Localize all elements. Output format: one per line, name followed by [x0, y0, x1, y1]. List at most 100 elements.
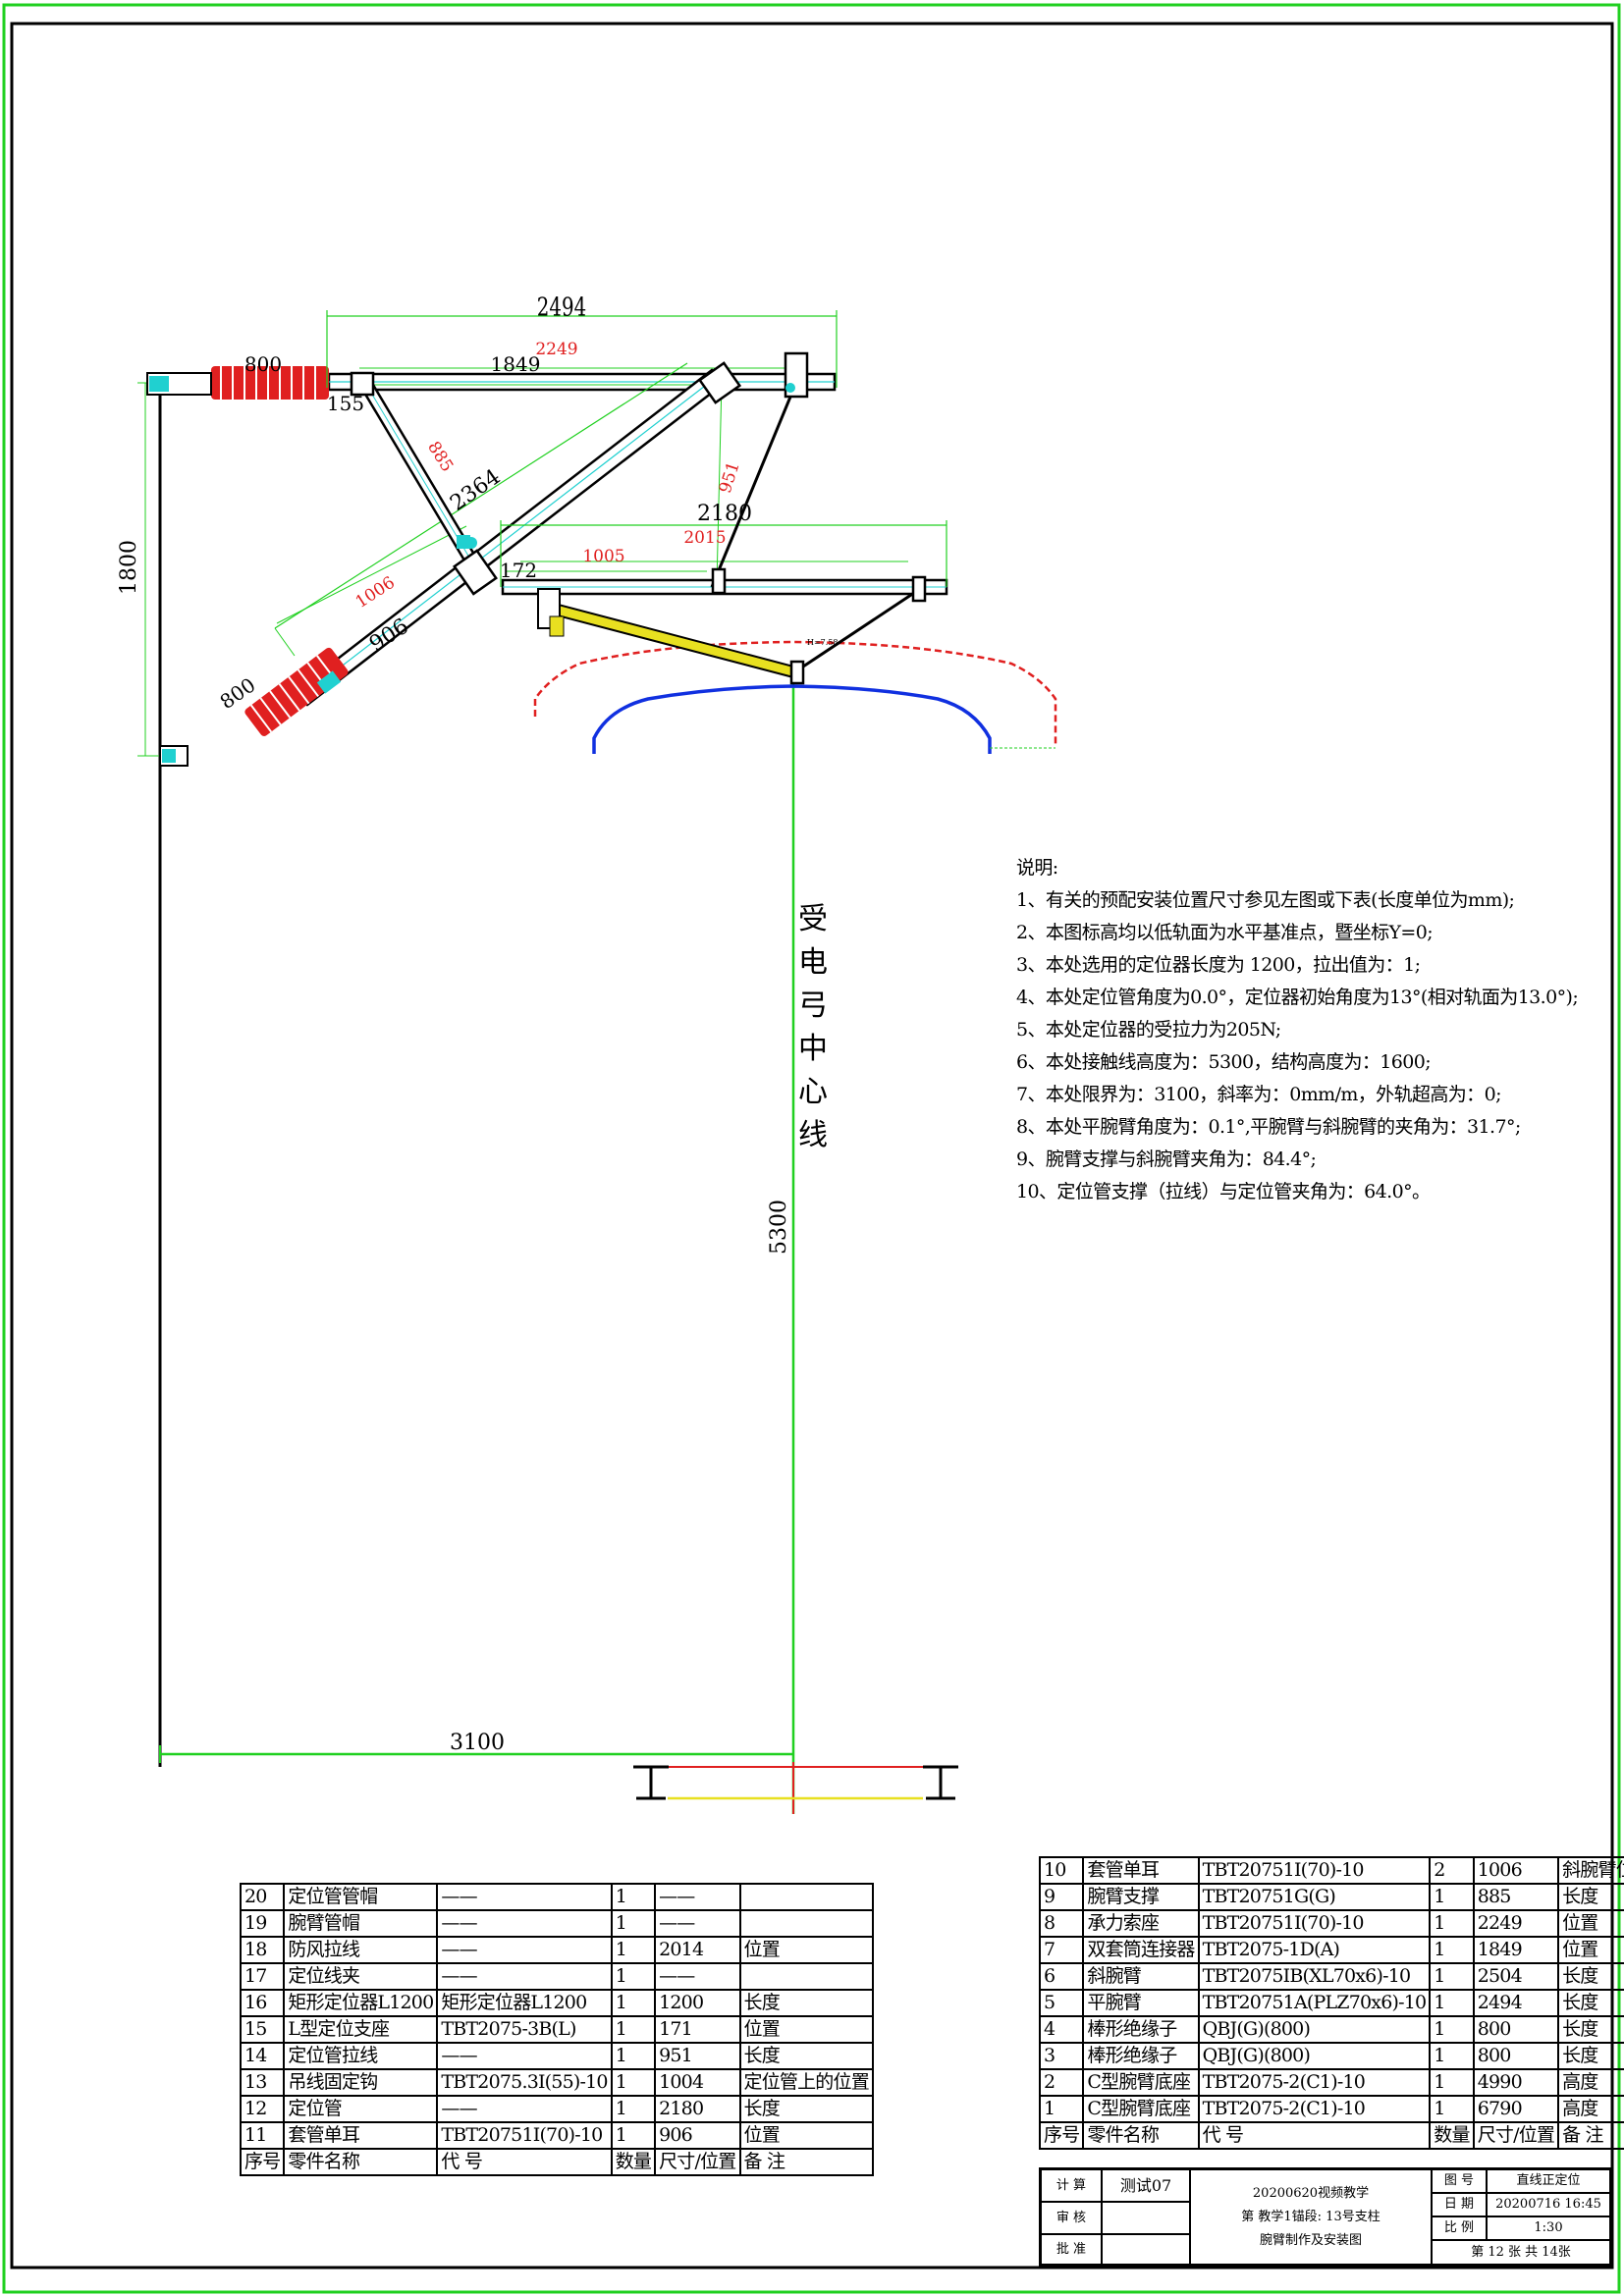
table-cell: 定位管管帽 [283, 1883, 439, 1911]
note-item: 2、本图标高均以低轨面为水平基准点，暨坐标Y=0; [1016, 922, 1434, 943]
note-item: 5、本处定位器的受拉力为205N; [1016, 1019, 1281, 1041]
table-header-cell: 零件名称 [1082, 2121, 1200, 2150]
table-header-cell: 数量 [610, 2148, 657, 2176]
table-cell: 18 [239, 1936, 286, 1964]
drawing-no-value: 直线正定位 [1487, 2169, 1610, 2193]
table-cell: 1 [610, 1962, 657, 1991]
table-cell: 1 [610, 2042, 657, 2070]
note-item: 3、本处选用的定位器长度为 1200，拉出值为：1; [1016, 954, 1421, 976]
dim-1849-label: 1849 [491, 352, 541, 376]
note-item: 7、本处限界为：3100，斜率为：0mm/m，外轨超高为：0; [1016, 1084, 1501, 1105]
table-cell: 1 [1429, 2015, 1475, 2044]
table-cell: 1 [1429, 2068, 1475, 2097]
dim-1800-label: 1800 [117, 540, 141, 595]
table-cell: 吊线固定钩 [283, 2068, 439, 2097]
table-cell: 承力索座 [1082, 1909, 1200, 1938]
table-header-cell: 备 注 [738, 2148, 874, 2176]
review-value [1102, 2202, 1190, 2234]
table-cell: 5 [1038, 1989, 1085, 2017]
dim-1005-label: 1005 [582, 547, 624, 566]
table-cell: 906 [654, 2121, 741, 2150]
right-rail [923, 1765, 958, 1800]
table-cell: 定位管上的位置 [738, 2068, 874, 2097]
table-cell: 2 [1429, 1856, 1475, 1885]
table-cell: —— [436, 1883, 613, 1911]
table-cell: 长度 [1557, 1989, 1624, 2017]
calc-value: 测试07 [1102, 2169, 1190, 2202]
table-cell: —— [436, 2042, 613, 2070]
table-cell: 1 [610, 1936, 657, 1964]
table-cell: 885 [1472, 1883, 1560, 1911]
table-cell: 1 [1429, 1962, 1475, 1991]
stay-wire [710, 372, 802, 588]
date-value: 20200716 16:45 [1487, 2193, 1610, 2216]
table-cell: 1 [1429, 2042, 1475, 2070]
table-cell: 2180 [654, 2095, 741, 2123]
table-cell: 16 [239, 1989, 286, 2017]
table-cell: 1 [610, 2095, 657, 2123]
note-item: 4、本处定位管角度为0.0°，定位器初始角度为13°(相对轨面为13.0°); [1016, 987, 1579, 1008]
table-cell: 13 [239, 2068, 286, 2097]
inner-frame [10, 22, 1614, 2269]
drawing-title: 20200620视频教学 第 教学1锚段: 13号支柱 腕臂制作及安装图 [1190, 2169, 1432, 2266]
table-cell: QBJ(G)(800) [1197, 2042, 1432, 2070]
table-cell: TBT2075-3B(L) [436, 2015, 613, 2044]
steady-arm [537, 588, 799, 679]
table-header-cell: 序号 [1038, 2121, 1085, 2150]
slanted-cantilever [293, 368, 727, 707]
dimension-2494 [326, 310, 838, 388]
table-cell: 位置 [738, 1936, 874, 1964]
table-cell: 长度 [738, 1989, 874, 2017]
dim-2494-label: 2494 [537, 292, 586, 323]
note-item: 6、本处接触线高度为：5300，结构高度为：1600; [1016, 1051, 1432, 1073]
table-cell: TBT2075-2(C1)-10 [1197, 2095, 1432, 2123]
note-item: 9、腕臂支撑与斜腕臂夹角为：84.4°; [1016, 1148, 1317, 1170]
table-cell: 矩形定位器L1200 [283, 1989, 439, 2017]
table-cell: 14 [239, 2042, 286, 2070]
small-h-label: H=7.58 [807, 638, 839, 647]
dim-155-label: 155 [327, 392, 364, 415]
table-cell: 8 [1038, 1909, 1085, 1938]
table-cell: C型腕臂底座 [1082, 2068, 1200, 2097]
table-cell: L型定位支座 [283, 2015, 439, 2044]
table-cell: 9 [1038, 1883, 1085, 1911]
table-cell: 2494 [1472, 1989, 1560, 2017]
table-header-cell: 代 号 [1197, 2121, 1432, 2150]
date-label: 日 期 [1432, 2193, 1487, 2216]
note-item: 1、有关的预配安装位置尺寸参见左图或下表(长度单位为mm); [1016, 889, 1515, 911]
table-cell: 2504 [1472, 1962, 1560, 1991]
table-cell: 位置 [1557, 1936, 1624, 1964]
pantograph-envelope-blue [592, 684, 992, 754]
table-cell: 3 [1038, 2042, 1085, 2070]
table-cell: 防风拉线 [283, 1936, 439, 1964]
table-header-cell: 序号 [239, 2148, 286, 2176]
table-cell: 800 [1472, 2042, 1560, 2070]
table-cell: TBT20751A(PLZ70x6)-10 [1197, 1989, 1432, 2017]
dimension-2180 [500, 520, 947, 587]
table-cell: 位置 [738, 2121, 874, 2150]
table-cell: 斜腕臂位置 [1557, 1856, 1624, 1885]
table-cell: 位置 [1557, 1909, 1624, 1938]
dim-3100-label: 3100 [450, 1731, 505, 1755]
dim-800-top-label: 800 [244, 352, 282, 376]
notes-title: 说明: [1016, 857, 1058, 879]
approve-value [1102, 2234, 1190, 2266]
table-cell: 定位管拉线 [283, 2042, 439, 2070]
table-header-cell: 代 号 [436, 2148, 613, 2176]
table-cell: 斜腕臂 [1082, 1962, 1200, 1991]
table-cell: 高度 [1557, 2095, 1624, 2123]
table-cell: 棒形绝缘子 [1082, 2042, 1200, 2070]
table-cell: 2 [1038, 2068, 1085, 2097]
dim-1006-label: 1006 [352, 573, 399, 613]
table-cell: —— [436, 1962, 613, 1991]
table-cell: 10 [1038, 1856, 1085, 1885]
left-rail [633, 1765, 669, 1800]
